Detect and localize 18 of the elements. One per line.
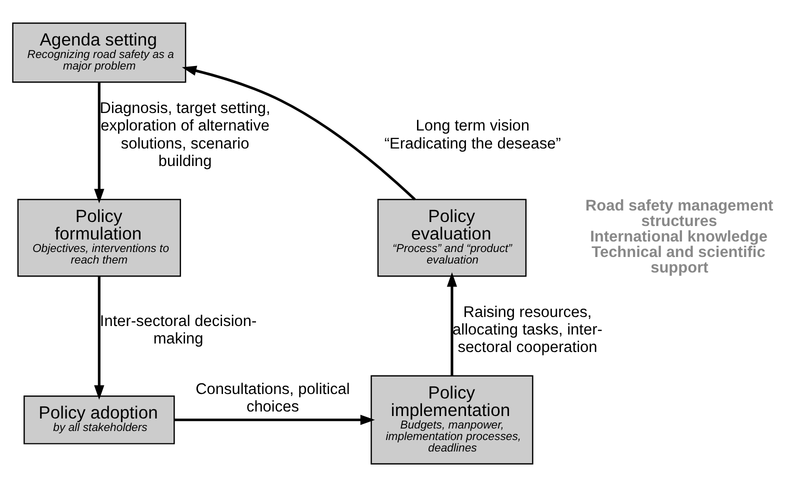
arrow bbox=[182, 66, 416, 200]
label: Technical and scientific support bbox=[592, 244, 766, 276]
label: International knowledge bbox=[590, 228, 768, 246]
node-box: Agenda setting Recognizing road safety as a major problem bbox=[12, 22, 186, 83]
edge-label: Diagnosis, target setting, exploration of alternative solutions, scenario building bbox=[100, 100, 270, 170]
edge-label: Raising resources, allocating tasks, inter-sectoral cooperation bbox=[452, 304, 602, 356]
arrow bbox=[94, 82, 104, 204]
edge-label: Long term vision “Eradicating the desease” bbox=[384, 118, 561, 152]
node-box: Policy formulation Objectives, interventions to reach them bbox=[17, 198, 182, 277]
node-box: Policy adoption by all stakeholders bbox=[24, 395, 175, 444]
arrow bbox=[174, 414, 375, 425]
label: Road safety management structures bbox=[585, 197, 774, 230]
edge-label: Consultations, political choices bbox=[196, 381, 350, 416]
arrow bbox=[94, 276, 104, 400]
node-box: Policy evaluation “Process” and “product” evaluation bbox=[377, 198, 527, 277]
edge-label: Inter-sectoral decision-making bbox=[100, 312, 257, 348]
node-box: Policy implementation Budgets, manpower, implementation processes, deadlines bbox=[370, 375, 534, 464]
arrow bbox=[446, 272, 458, 376]
